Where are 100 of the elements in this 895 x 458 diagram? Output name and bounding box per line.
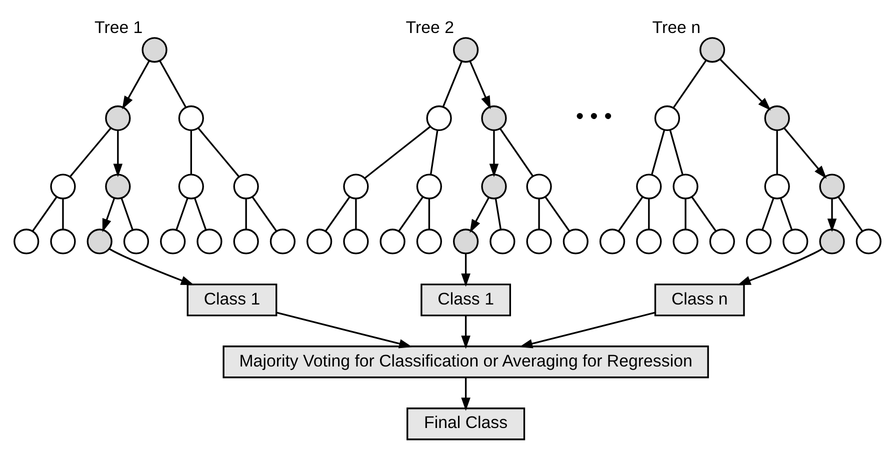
connector: [618, 196, 644, 232]
arrow: [461, 253, 470, 286]
connector: [198, 127, 240, 177]
connector: [669, 129, 684, 174]
node-circle: [526, 173, 552, 199]
node-circle: [105, 104, 131, 131]
label: • • •: [576, 103, 612, 128]
node-label: Tree 2: [406, 18, 454, 37]
arrow: [461, 315, 470, 348]
node-label: Tree n: [652, 18, 700, 37]
node-circle: [819, 228, 845, 254]
arrow: [470, 196, 490, 232]
connector: [252, 196, 278, 232]
connector: [159, 60, 186, 108]
node-circle: [672, 228, 698, 254]
node-box: Class 1: [420, 283, 512, 316]
connector: [672, 59, 707, 108]
connector: [538, 198, 540, 229]
connector: [190, 130, 192, 174]
node-circle: [343, 173, 369, 199]
arrow: [519, 311, 656, 348]
arrow: [461, 377, 470, 410]
connector: [32, 196, 58, 232]
node-circle: [86, 228, 112, 254]
connector: [428, 198, 430, 229]
connector: [780, 197, 793, 230]
connector: [494, 198, 502, 230]
connector: [776, 130, 778, 174]
node-circle: [14, 228, 40, 254]
arrow: [108, 248, 194, 285]
node-circle: [142, 36, 168, 62]
connector: [691, 196, 717, 232]
node-circle: [599, 228, 626, 254]
node-circle: [416, 173, 442, 199]
node-circle: [50, 228, 76, 254]
arrow: [784, 127, 827, 178]
arrow: [469, 60, 491, 109]
arrow: [737, 248, 823, 285]
node-circle: [343, 228, 369, 254]
connector: [544, 196, 570, 232]
node-circle: [233, 228, 259, 254]
node-circle: [819, 173, 845, 199]
node-circle: [526, 228, 552, 254]
arrow: [489, 130, 499, 177]
connector: [355, 198, 357, 229]
node-label: Tree 1: [94, 18, 143, 37]
connector: [838, 196, 864, 232]
node-circle: [416, 228, 442, 254]
node-circle: [636, 173, 662, 199]
node-circle: [270, 228, 296, 254]
connector: [364, 125, 431, 178]
connector: [762, 197, 774, 230]
node-circle: [672, 173, 698, 199]
connector: [398, 196, 424, 232]
node-circle: [562, 228, 588, 254]
node-circle: [453, 228, 479, 254]
connector: [62, 198, 64, 229]
arrow: [122, 60, 150, 109]
node-circle: [233, 173, 259, 199]
connector: [684, 198, 686, 229]
node-circle: [481, 104, 507, 131]
arrow: [102, 197, 116, 232]
connector: [69, 127, 112, 177]
node-circle: [50, 173, 76, 199]
node-box: Final Class: [406, 407, 526, 440]
node-circle: [481, 173, 507, 199]
node-circle: [426, 104, 452, 131]
node-circle: [636, 228, 662, 254]
node-circle: [856, 228, 882, 254]
connector: [324, 196, 350, 232]
connector: [120, 197, 134, 230]
arrow: [720, 58, 771, 110]
node-circle: [764, 173, 790, 199]
connector: [176, 197, 188, 230]
node-circle: [160, 228, 186, 254]
node-circle: [782, 228, 808, 254]
node-circle: [654, 104, 680, 131]
node-circle: [764, 104, 790, 131]
connector: [194, 197, 207, 230]
node-circle: [490, 228, 516, 254]
node-circle: [453, 36, 479, 62]
node-box: Majority Voting for Classification or Averaging for Regression: [222, 345, 709, 378]
node-circle: [105, 173, 131, 199]
connector: [442, 60, 462, 107]
connector: [651, 129, 666, 174]
arrow: [276, 311, 412, 348]
node-circle: [380, 228, 406, 254]
node-circle: [709, 228, 735, 254]
connector: [245, 198, 247, 229]
node-circle: [123, 228, 150, 254]
node-box: Class n: [654, 283, 745, 316]
connector: [500, 128, 534, 176]
node-circle: [746, 228, 772, 254]
node-circle: [699, 36, 726, 62]
connector: [430, 130, 438, 174]
node-circle: [306, 228, 332, 254]
connector: [648, 198, 650, 229]
node-circle: [178, 104, 204, 131]
node-box: Class 1: [186, 283, 278, 316]
node-circle: [178, 173, 204, 199]
